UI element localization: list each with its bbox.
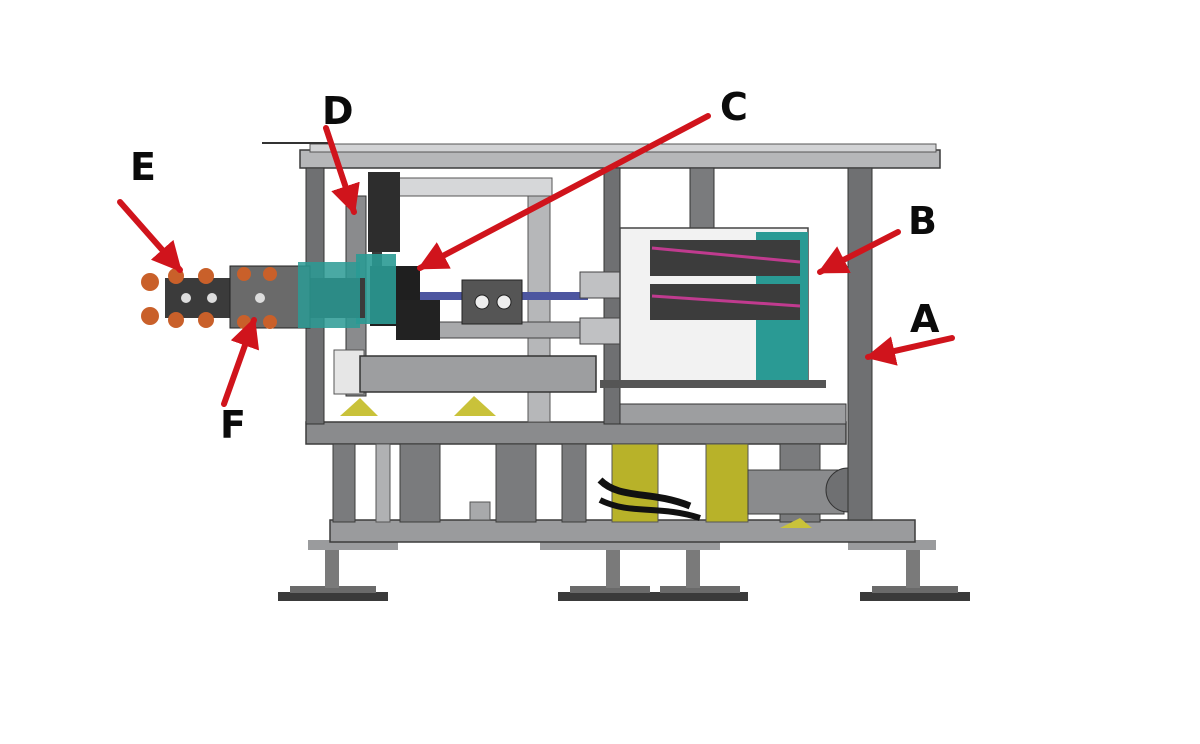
callout-label-a: A (910, 297, 940, 341)
callout-label-e: E (130, 145, 156, 189)
callout-label-c: C (720, 85, 748, 129)
callout-arrows (117, 113, 955, 407)
callout-label-b: B (908, 199, 937, 243)
arrow-b (817, 229, 901, 275)
leveling-feet (278, 540, 970, 601)
arrow-f (221, 317, 260, 407)
arrow-c (417, 113, 711, 271)
callout-label-f: F (220, 403, 246, 447)
base-frame (305, 396, 916, 543)
callout-label-d: D (322, 89, 354, 133)
electrical-panel (600, 227, 847, 425)
arrow-d (323, 125, 360, 215)
arrow-e (117, 199, 183, 273)
arrow-a (865, 335, 955, 366)
gripper-arm (141, 262, 365, 329)
